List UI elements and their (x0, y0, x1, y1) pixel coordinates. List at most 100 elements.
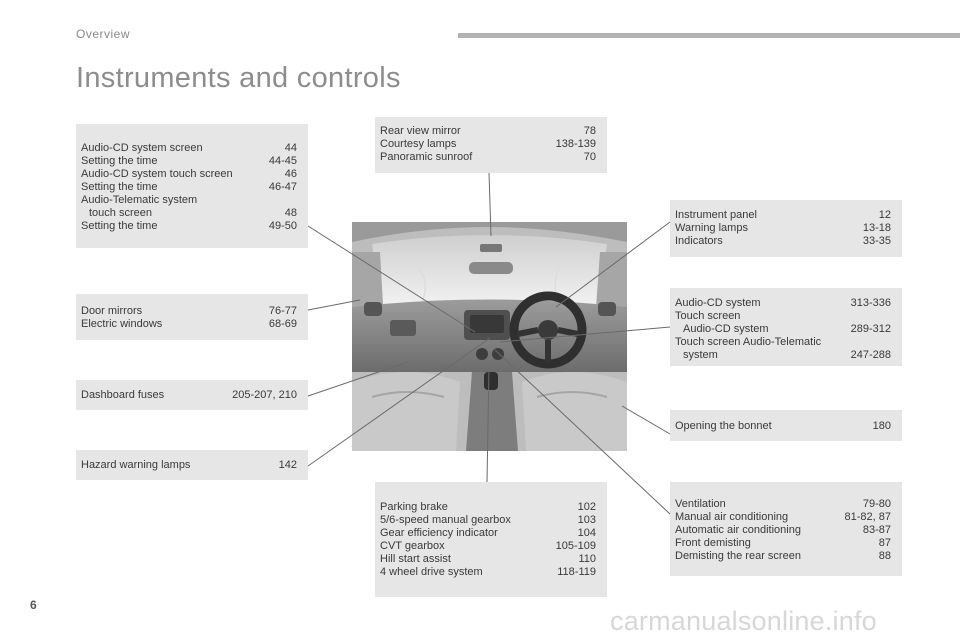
index-page: 46 (284, 168, 297, 180)
index-label: Rear view mirror (380, 125, 461, 137)
header-divider (458, 33, 960, 38)
index-page: 44 (284, 142, 297, 154)
index-label: 4 wheel drive system (380, 566, 483, 578)
index-label: Hill start assist (380, 553, 451, 565)
index-page: 138-139 (555, 138, 596, 150)
index-row: Electric windows 68-69 (81, 318, 297, 331)
index-label: touch screen (89, 207, 152, 219)
index-label: Audio-CD system touch screen (81, 168, 233, 180)
leader-line-fuses (307, 361, 409, 397)
index-page: 180 (872, 420, 891, 432)
index-label: Hazard warning lamps (81, 459, 191, 471)
index-label: Setting the time (81, 181, 158, 193)
index-page: 48 (284, 207, 297, 219)
page-title: Instruments and controls (76, 62, 401, 94)
index-row: touch screen 48 (81, 207, 297, 220)
index-row: Setting the time 44-45 (81, 155, 297, 168)
index-page: 87 (878, 537, 891, 549)
leader-line-parking (486, 367, 490, 483)
index-row: Ventilation 79-80 (675, 498, 891, 511)
index-row: Indicators 33-35 (675, 235, 891, 248)
index-label: Touch screen (675, 310, 741, 322)
dashboard-illustration (352, 222, 627, 451)
index-label: Setting the time (81, 155, 158, 167)
box-ventilation: Ventilation 79-80 Manual air conditioning… (670, 482, 902, 576)
leader-line-mirrors (307, 299, 361, 311)
box-rear-mirror: Rear view mirror 78 Courtesy lamps 138-139… (375, 117, 607, 173)
index-label: Ventilation (675, 498, 726, 510)
index-page: 78 (583, 125, 596, 137)
index-label: Indicators (675, 235, 723, 247)
index-row: 5/6-speed manual gearbox 103 (380, 514, 596, 527)
index-page: 104 (577, 527, 596, 539)
index-label: Demisting the rear screen (675, 550, 801, 562)
index-label: Door mirrors (81, 305, 143, 317)
index-page: 76-77 (268, 305, 297, 317)
section-header: Overview (76, 27, 131, 41)
index-row: Hazard warning lamps 142 (81, 459, 297, 472)
page-number: 6 (30, 598, 37, 612)
index-page: 289-312 (850, 323, 891, 335)
index-label: Touch screen Audio-Telematic (675, 336, 822, 348)
index-page: 81-82, 87 (844, 511, 891, 523)
index-page: 118-119 (557, 566, 596, 578)
box-hazard: Hazard warning lamps 142 (76, 450, 308, 480)
index-page: 68-69 (268, 318, 297, 330)
index-label: Panoramic sunroof (380, 151, 473, 163)
index-row: Setting the time 49-50 (81, 220, 297, 233)
index-row: Opening the bonnet 180 (675, 420, 891, 433)
index-page: 79-80 (862, 498, 891, 510)
index-row: 4 wheel drive system 118-119 (380, 566, 596, 579)
index-row: Gear efficiency indicator 104 (380, 527, 596, 540)
index-row: Touch screen Audio-Telematic (675, 336, 891, 349)
index-label: Parking brake (380, 501, 448, 513)
car-interior-image (352, 222, 627, 451)
index-row: Touch screen (675, 310, 891, 323)
index-page: 44-45 (268, 155, 297, 167)
index-row: Panoramic sunroof 70 (380, 151, 596, 164)
index-page: 142 (278, 459, 297, 471)
index-row: Rear view mirror 78 (380, 125, 596, 138)
index-page: 49-50 (268, 220, 297, 232)
index-label: Manual air conditioning (675, 511, 789, 523)
index-page: 46-47 (268, 181, 297, 193)
leader-line-audio-screen (307, 225, 476, 333)
box-bonnet: Opening the bonnet 180 (670, 410, 902, 441)
leader-line-bonnet (621, 405, 671, 435)
index-page: 70 (583, 151, 596, 163)
index-label: CVT gearbox (380, 540, 445, 552)
index-label: Setting the time (81, 220, 158, 232)
index-row: Setting the time 46-47 (81, 181, 297, 194)
box-mirrors: Door mirrors 76-77 Electric windows 68-69 (76, 294, 308, 340)
index-page: 33-35 (862, 235, 891, 247)
index-label: Electric windows (81, 318, 163, 330)
index-label: Audio-CD system (675, 297, 761, 309)
index-label: Gear efficiency indicator (380, 527, 498, 539)
leader-line-audio-cd (499, 326, 671, 343)
watermark: carmanualsonline.info (610, 606, 877, 636)
index-page: 12 (878, 209, 891, 221)
index-label: Audio-CD system screen (81, 142, 203, 154)
index-row: Audio-CD system screen 44 (81, 142, 297, 155)
index-label: 5/6-speed manual gearbox (380, 514, 511, 526)
index-row: Audio-CD system touch screen 46 (81, 168, 297, 181)
index-label: Warning lamps (675, 222, 748, 234)
box-audio-cd: Audio-CD system 313-336 Touch screen Audi… (670, 288, 902, 366)
index-label: Dashboard fuses (81, 389, 165, 401)
index-page: 103 (577, 514, 596, 526)
index-row: Dashboard fuses 205-207, 210 (81, 389, 297, 402)
index-label: Automatic air conditioning (675, 524, 801, 536)
index-page: 205-207, 210 (232, 389, 297, 401)
index-page: 313-336 (850, 297, 891, 309)
index-page: 88 (878, 550, 891, 562)
index-row: Demisting the rear screen 88 (675, 550, 891, 563)
index-page: 110 (578, 553, 596, 565)
index-label: Opening the bonnet (675, 420, 772, 432)
index-label: Courtesy lamps (380, 138, 457, 150)
